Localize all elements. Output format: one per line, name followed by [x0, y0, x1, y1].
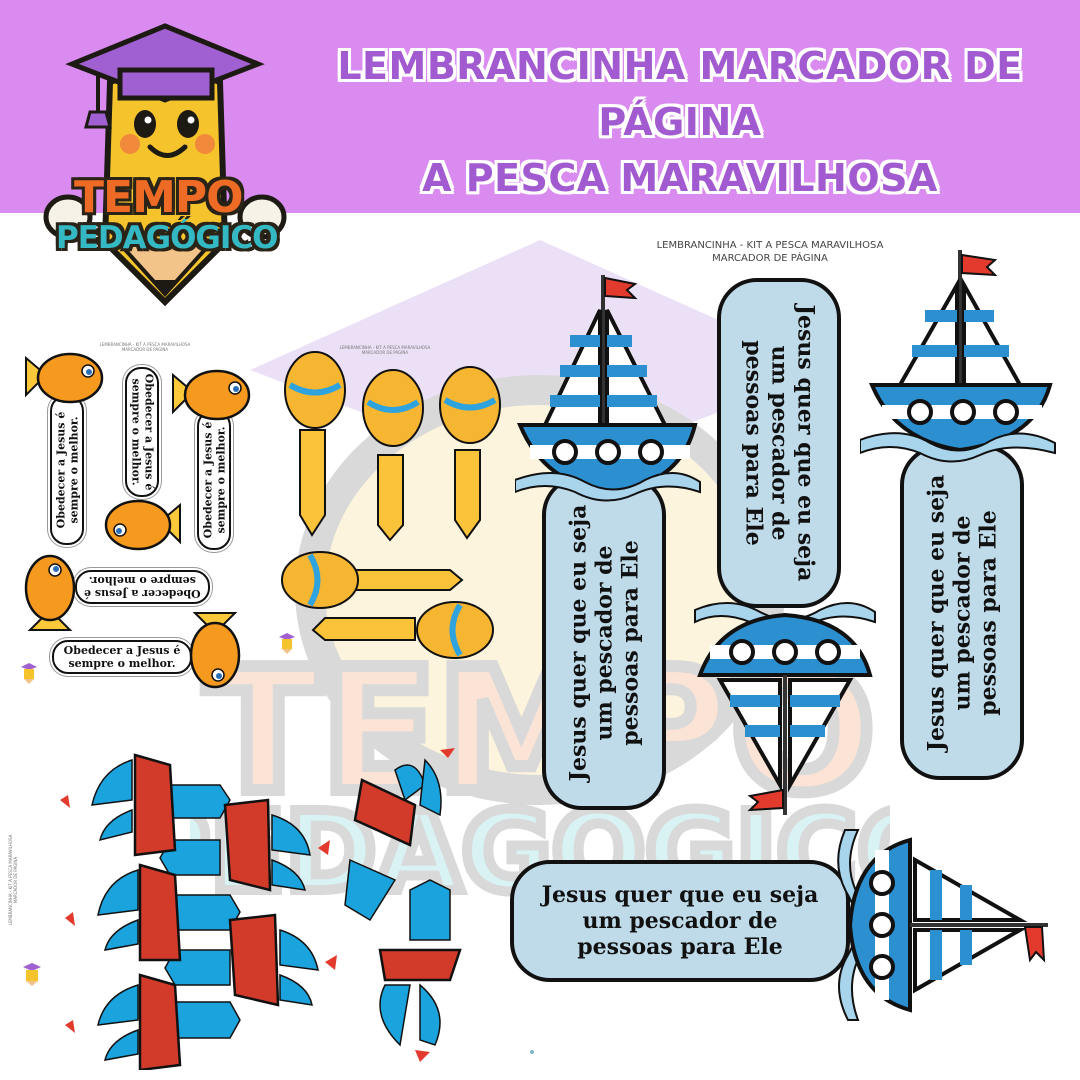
orange-fish-icon — [172, 369, 251, 421]
caption-line: MARCADOR DE PÁGINA — [361, 350, 409, 355]
bookmark-text: Obedecer a Jesus é sempre o melhor. — [84, 574, 201, 600]
bookmark-text: Obedecer a Jesus é sempre o melhor. — [64, 644, 181, 670]
sailboat-icon — [860, 250, 1056, 463]
fish-bookmark-4: Obedecer a Jesus é sempre o melhor. — [75, 570, 210, 604]
bookmark-text-line: Obedecer a Jesus é — [63, 644, 181, 657]
brand-logo: TEMPO PEDAGÓGICO — [40, 12, 290, 307]
dot — [530, 1050, 534, 1054]
bookmark-text-line: Obedecer a Jesus é — [142, 373, 155, 491]
sailboat-bookmark-1: Jesus quer que eu seja um pescador de pe… — [542, 475, 666, 810]
bookmark-text-line: Obedecer a Jesus é — [84, 587, 201, 600]
fish-bookmark-1: Obedecer a Jesus é sempre o melhor. — [50, 395, 84, 545]
bookmark-text-line: sempre o melhor. — [88, 574, 197, 587]
bookmark-text: Jesus quer que eu seja um pescador de pe… — [565, 504, 643, 781]
bookmark-text: Jesus quer que eu seja um pescador de pe… — [740, 305, 818, 582]
logo-text-pedagogico: PEDAGÓGICO — [56, 220, 279, 256]
bookmark-text: Jesus quer que eu seja um pescador de pe… — [542, 882, 819, 960]
striped-fish-bookmarks-icon — [281, 351, 501, 659]
orange-fish-icon — [25, 352, 104, 404]
title-line-2: PÁGINA — [598, 100, 762, 144]
sailboat-bookmark-3: Jesus quer que eu seja um pescador de pe… — [900, 445, 1024, 780]
bookmark-text-line: pessoas para Ele — [740, 340, 766, 546]
bookmark-text-line: pessoas para Ele — [617, 539, 643, 746]
sailboat-icon-sideways — [837, 829, 1048, 1021]
bookmark-text: Jesus quer que eu seja um pescador de pe… — [923, 474, 1001, 751]
caption-line: MARCADOR DE PÁGINA — [121, 347, 169, 352]
page-title: LEMBRANCINHA MARCADOR DE PÁGINA A PESCA … — [310, 38, 1050, 206]
sheet3-caption: LEMBRANCINHA - KIT A PESCA MARAVILHOSA M… — [640, 240, 900, 265]
sheet2-caption: LEMBRANCINHA - KIT A PESCA MARAVILHOSA M… — [330, 345, 440, 355]
sheet4-caption: LEMBRANCINHA - KIT A PESCA MARAVILHOSA M… — [8, 825, 18, 935]
caption-line: MARCADOR DE PÁGINA — [712, 252, 828, 264]
caption-line: MARCADOR DE PÁGINA — [13, 856, 18, 904]
sailboat-bookmark-4: Jesus quer que eu seja um pescador de pe… — [510, 860, 850, 982]
mini-logo-icon — [23, 963, 41, 986]
bookmark-text: Obedecer a Jesus é sempre o melhor. — [54, 412, 80, 529]
bookmark-text: Obedecer a Jesus é sempre o melhor. — [129, 374, 155, 491]
sailboat-bookmark-2: Jesus quer que eu seja um pescador de pe… — [717, 278, 841, 608]
bookmark-text-line: pessoas para Ele — [577, 934, 783, 960]
caption-line: LEMBRANCINHA - KIT A PESCA MARAVILHOSA — [339, 345, 431, 350]
sailboat-icon-inverted — [694, 601, 876, 815]
bookmark-text-line: sempre o melhor. — [68, 657, 176, 670]
pirate-ship-bookmarks-icon — [60, 748, 462, 1070]
bookmark-text-line: um pescador de — [949, 514, 975, 711]
mini-logo-icon — [21, 663, 37, 684]
bookmark-text-line: sempre o melhor. — [214, 426, 227, 534]
bookmark-text-line: sempre o melhor. — [67, 416, 80, 524]
sheet1-caption: LEMBRANCINHA - KIT A PESCA MARAVILHOSA M… — [80, 342, 210, 352]
sailboat-icon — [515, 275, 701, 502]
bookmark-text-line: Jesus quer que eu seja — [565, 504, 591, 781]
caption-line: LEMBRANCINHA - KIT A PESCA MARAVILHOSA — [99, 342, 191, 347]
fish-bookmark-3: Obedecer a Jesus é sempre o melhor. — [197, 410, 231, 550]
bookmark-text-line: Obedecer a Jesus é — [201, 421, 214, 539]
caption-line: LEMBRANCINHA - KIT A PESCA MARAVILHOSA — [656, 240, 884, 251]
bookmark-text-line: Jesus quer que eu seja — [541, 882, 819, 908]
orange-fish-icon — [189, 612, 241, 689]
bookmark-text-line: Obedecer a Jesus é — [54, 411, 67, 529]
logo-text-tempo: TEMPO — [74, 172, 244, 223]
bookmark-text-line: pessoas para Ele — [975, 509, 1001, 716]
title-line-3: A PESCA MARAVILHOSA — [422, 156, 938, 200]
bookmark-text-line: Jesus quer que eu seja — [792, 304, 818, 582]
title-line-1: LEMBRANCINHA MARCADOR DE — [337, 44, 1023, 88]
orange-fish-icon — [24, 554, 76, 631]
bookmark-text-line: Jesus quer que eu seja — [923, 474, 949, 751]
bookmark-text-line: um pescador de — [591, 544, 617, 741]
bookmark-text-line: um pescador de — [582, 908, 778, 934]
bookmark-text-line: um pescador de — [766, 345, 792, 541]
bookmark-text: Obedecer a Jesus é sempre o melhor. — [201, 422, 227, 539]
fish-bookmark-2: Obedecer a Jesus é sempre o melhor. — [125, 367, 159, 497]
orange-fish-icon — [104, 499, 181, 551]
bookmark-text-line: sempre o melhor. — [129, 378, 142, 486]
fish-bookmark-5: Obedecer a Jesus é sempre o melhor. — [52, 640, 192, 674]
mini-logo-icon — [279, 633, 295, 654]
pencil-mascot-icon — [43, 23, 287, 307]
